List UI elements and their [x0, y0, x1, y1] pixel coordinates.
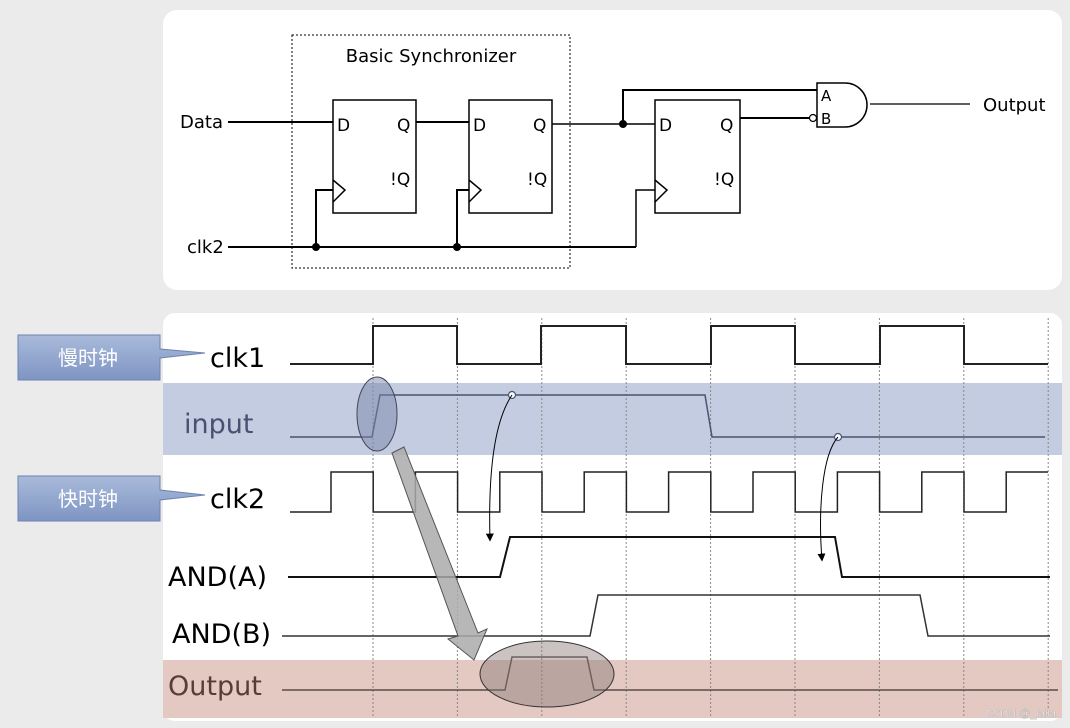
synchronizer-title: Basic Synchronizer: [346, 46, 517, 67]
output-band: [163, 660, 1062, 718]
signal-label-output: Output: [168, 671, 262, 702]
signal-label-and-a: AND(A): [168, 562, 267, 593]
callout-fast-clock: 快时钟: [17, 475, 206, 522]
output-label: Output: [983, 95, 1046, 116]
flip-flop-1: [332, 99, 417, 214]
output-pulse-highlight: [479, 640, 615, 708]
circuit-panel: [163, 10, 1062, 290]
data-label: Data: [180, 112, 223, 133]
causal-arrow-2: [817, 436, 839, 562]
timing-panel: [163, 313, 1062, 721]
callout-slow-text: 慢时钟: [58, 346, 118, 370]
waveform-output: [282, 656, 1058, 691]
input-edge-highlight: [356, 376, 398, 452]
circuit-wires: [228, 89, 970, 248]
signal-label-and-b: AND(B): [172, 619, 271, 650]
ff1-nq: !Q: [390, 170, 410, 190]
signal-label-clk1: clk1: [210, 343, 265, 374]
waveform-clk1: [290, 325, 1048, 365]
synchronizer-dashed-box: [291, 34, 571, 269]
and-gate: A B: [808, 82, 868, 128]
ff3-q: Q: [720, 116, 733, 136]
flip-flop-3: [654, 99, 741, 214]
ff2-d: D: [473, 116, 486, 136]
signal-label-input: input: [184, 409, 253, 440]
flip-flop-2: [468, 99, 553, 214]
waveform-and-b: [282, 594, 1050, 637]
gate-input-a: A: [821, 87, 832, 105]
watermark: CSDN @_lalla: [985, 708, 1057, 720]
ff1-q: Q: [397, 116, 410, 136]
callout-fast-text: 快时钟: [58, 487, 118, 511]
waveform-and-a: [288, 536, 1050, 578]
ff3-nq: !Q: [714, 170, 734, 190]
causal-arrow-1: [485, 394, 513, 542]
clk2-input-label: clk2: [187, 237, 224, 258]
input-band: [163, 383, 1062, 455]
callout-slow-clock: 慢时钟: [17, 334, 206, 381]
inverter-bubble: [808, 113, 818, 123]
ff3-d: D: [659, 116, 672, 136]
junction-dots: [312, 120, 627, 251]
ff2-nq: !Q: [527, 170, 547, 190]
signal-label-clk2: clk2: [210, 484, 265, 515]
gate-input-b: B: [821, 110, 831, 128]
ff2-q: Q: [533, 116, 546, 136]
ff1-d: D: [337, 116, 350, 136]
waveform-input: [290, 394, 1045, 438]
big-gray-arrow: [391, 446, 488, 661]
